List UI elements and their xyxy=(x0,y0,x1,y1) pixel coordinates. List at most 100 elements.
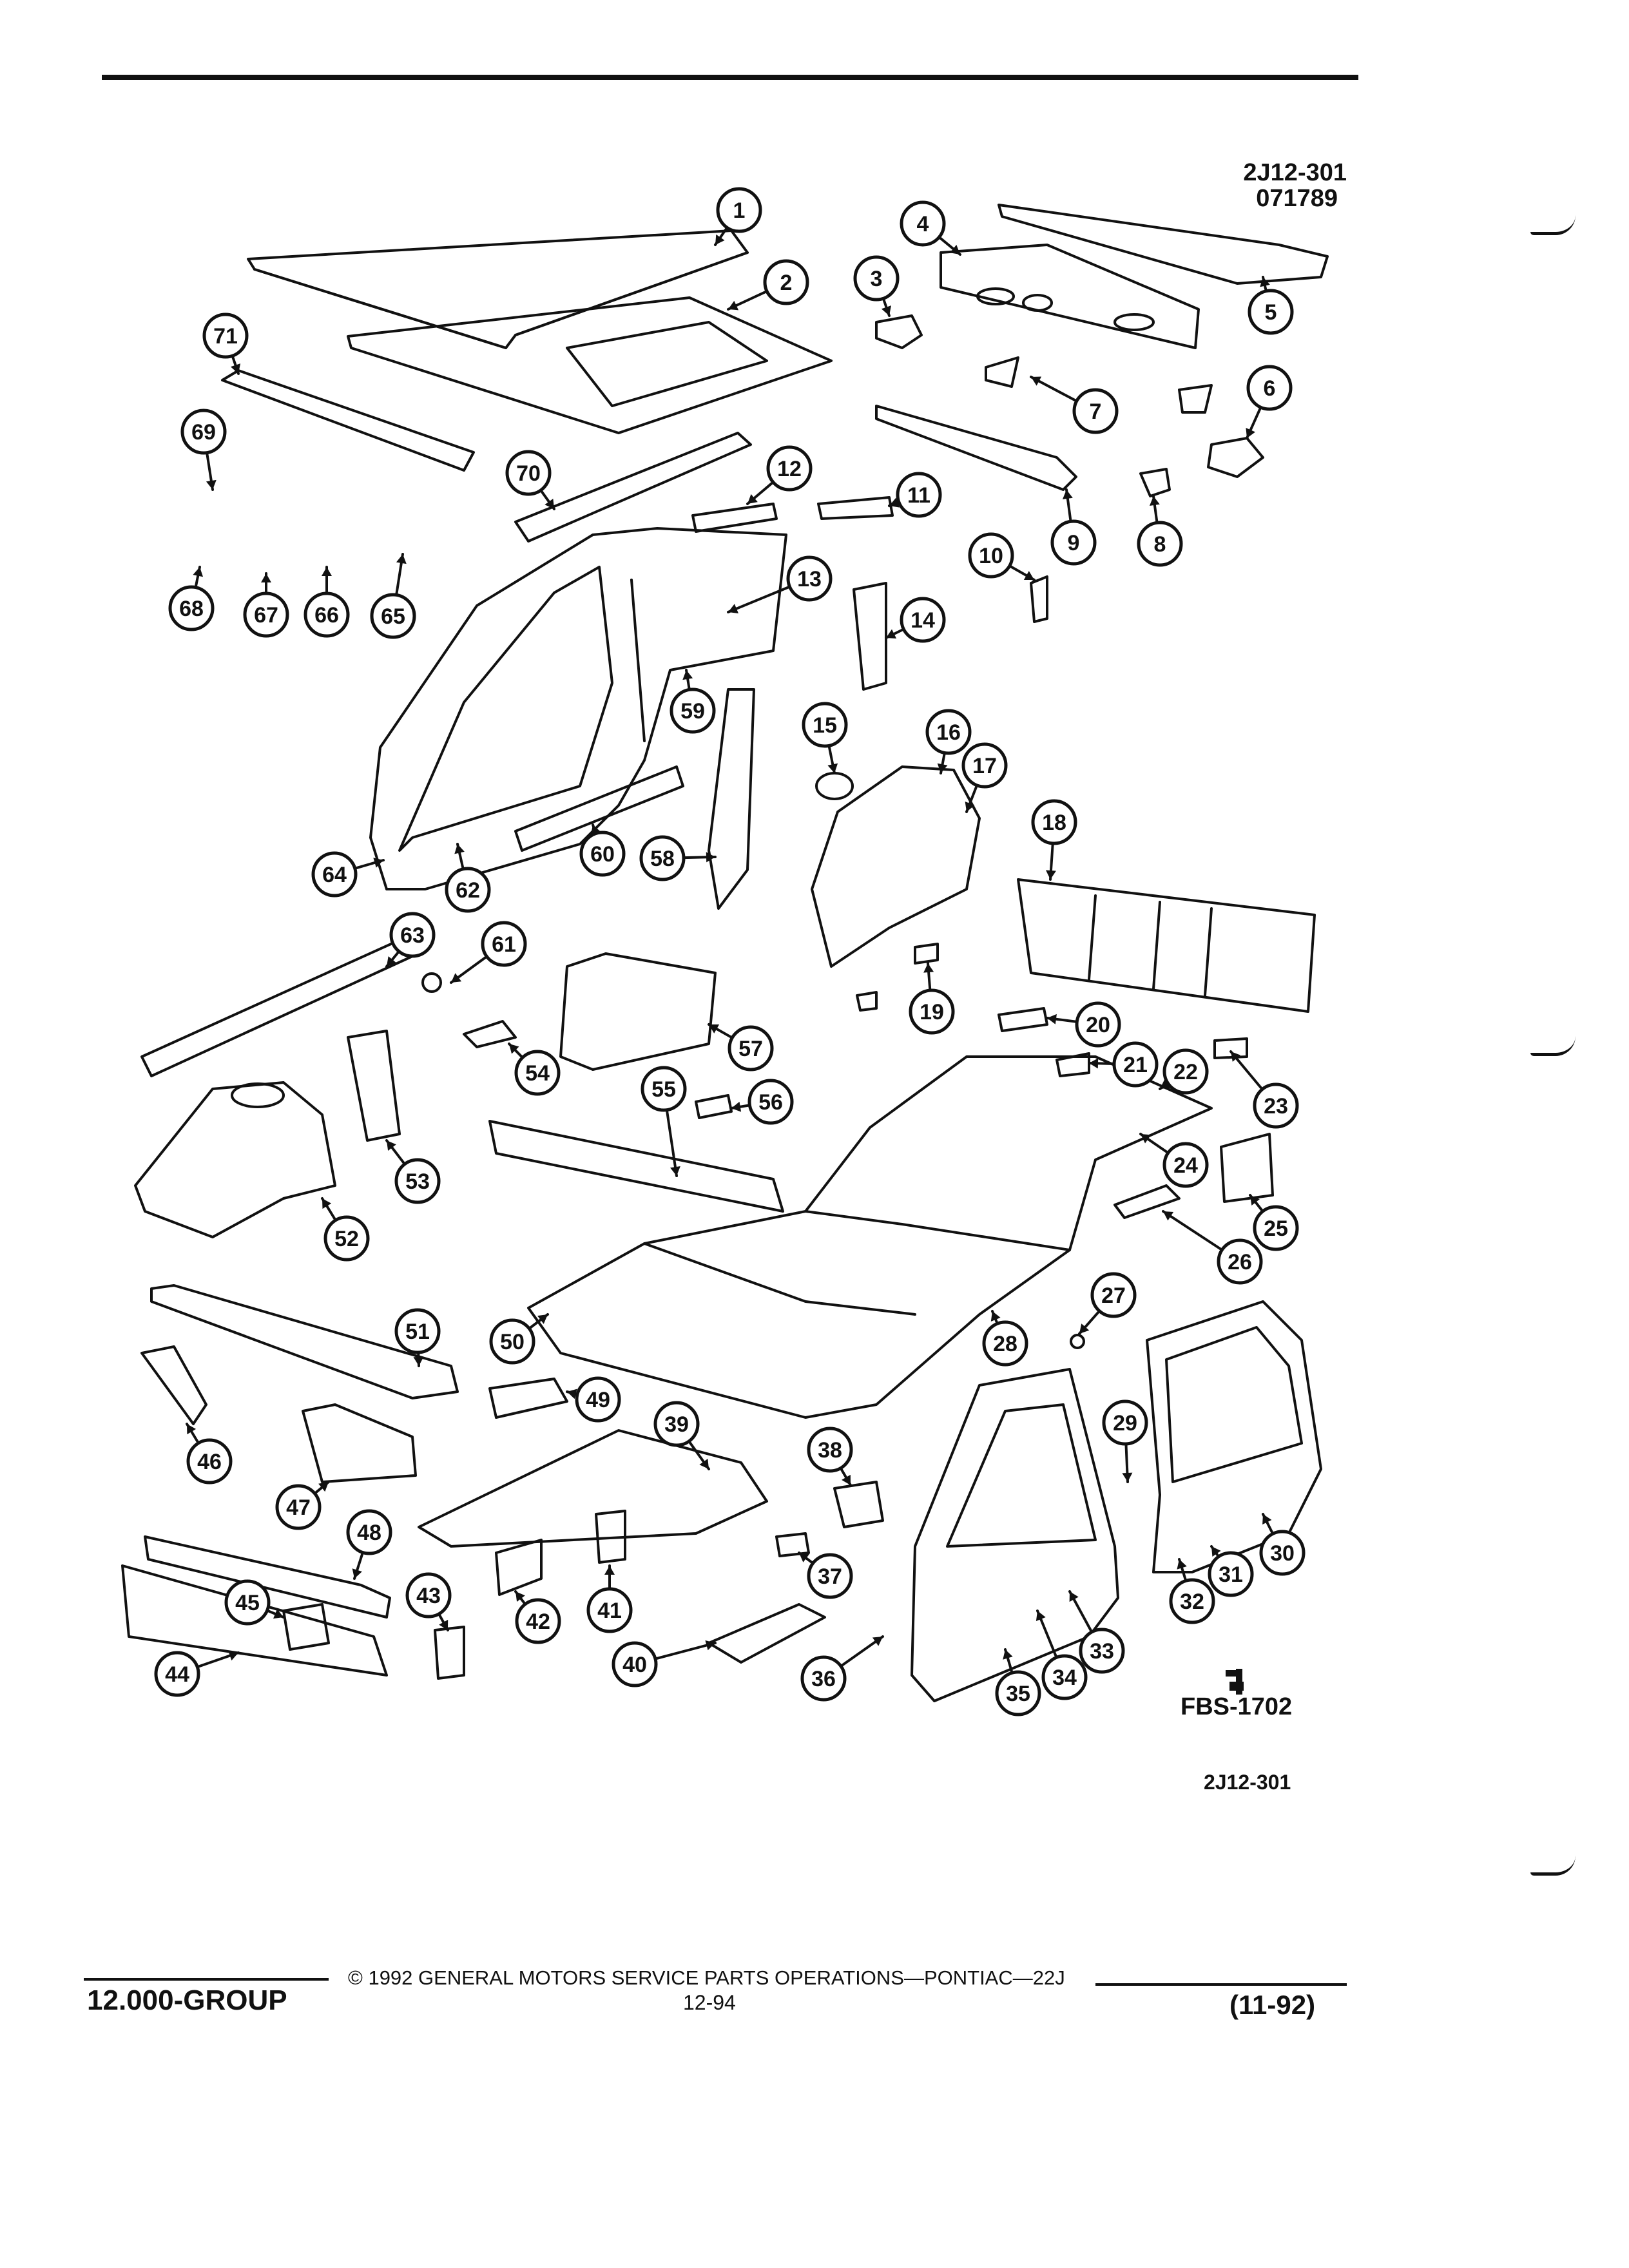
callout-number: 24 xyxy=(1173,1153,1198,1178)
callout-61: 61 xyxy=(450,921,527,984)
callout-number: 46 xyxy=(197,1450,222,1474)
callout-circle xyxy=(575,1376,621,1423)
callout-circle xyxy=(370,593,416,639)
leader-arrowhead xyxy=(604,1566,615,1575)
footer-rule-right xyxy=(1095,1983,1347,1986)
callout-number: 45 xyxy=(235,1591,260,1615)
callout-16: 16 xyxy=(925,709,972,774)
margin-mark xyxy=(1530,1036,1576,1056)
callout-circle xyxy=(802,702,848,748)
margin-mark xyxy=(1530,215,1576,235)
callout-number: 70 xyxy=(516,461,541,486)
callout-number: 40 xyxy=(622,1653,647,1677)
part-cowl-55 xyxy=(488,1120,784,1213)
callout-26: 26 xyxy=(1162,1210,1263,1285)
callout-circle xyxy=(1246,365,1293,411)
callout-13: 13 xyxy=(727,555,833,614)
part-side-frame xyxy=(369,527,787,890)
callout-number: 28 xyxy=(993,1332,1017,1356)
callout-20: 20 xyxy=(1046,1001,1121,1048)
callout-46: 46 xyxy=(186,1423,233,1485)
leader-arrowhead xyxy=(206,479,217,490)
callout-number: 7 xyxy=(1090,399,1102,424)
leader-arrowhead xyxy=(413,1356,424,1366)
part-rail-71 xyxy=(221,369,475,472)
callout-number: 19 xyxy=(920,1000,944,1024)
callout-57: 57 xyxy=(708,1023,774,1072)
leader-arrowhead xyxy=(1260,277,1270,287)
callout-number: 6 xyxy=(1264,376,1276,401)
callout-circle xyxy=(505,450,552,496)
callout-circle xyxy=(786,555,833,602)
callout-circle xyxy=(1253,1205,1299,1251)
leader-arrowhead xyxy=(715,234,725,245)
leader-arrowhead xyxy=(1023,571,1034,581)
leader-arrowhead xyxy=(699,1458,709,1469)
footer-rule-left xyxy=(84,1978,329,1981)
callout-number: 4 xyxy=(917,212,929,236)
callout-circle xyxy=(168,585,215,631)
callout-number: 13 xyxy=(797,567,822,591)
callout-number: 18 xyxy=(1042,811,1066,835)
callout-23: 23 xyxy=(1229,1050,1299,1129)
header-code: 2J12-301 xyxy=(1243,159,1347,186)
leader-arrowhead xyxy=(1089,1058,1099,1069)
footer-page-number: 12-94 xyxy=(683,1991,736,2014)
top-rule xyxy=(102,75,1358,80)
figure-code: 2J12-301 xyxy=(1204,1771,1291,1794)
part-rear-door xyxy=(1146,1300,1322,1573)
part-7b xyxy=(1178,384,1213,414)
leader-arrowhead xyxy=(193,567,204,577)
leader-arrowhead xyxy=(1141,1134,1152,1144)
callout-circle xyxy=(481,921,527,967)
callout-circle xyxy=(275,1484,322,1530)
callout-65: 65 xyxy=(370,553,416,639)
callout-circle xyxy=(323,1215,370,1262)
callout-1: 1 xyxy=(714,187,762,246)
callout-number: 5 xyxy=(1265,300,1277,325)
callout-circle xyxy=(1137,521,1183,567)
callout-71: 71 xyxy=(202,312,249,375)
callout-36: 36 xyxy=(800,1635,884,1702)
callout-10: 10 xyxy=(968,532,1036,581)
callout-circle xyxy=(1162,1048,1209,1095)
part-14 xyxy=(853,582,887,691)
callout-circle xyxy=(1072,388,1119,434)
leader-line xyxy=(1162,1210,1223,1251)
part-61 xyxy=(421,972,442,993)
callout-number: 59 xyxy=(680,699,705,724)
callout-4: 4 xyxy=(900,200,961,256)
callout-circle xyxy=(728,1025,774,1072)
callout-number: 36 xyxy=(811,1667,836,1691)
callout-circle xyxy=(896,472,942,518)
leader-arrowhead xyxy=(731,1101,742,1112)
part-11 xyxy=(817,496,894,520)
callout-number: 71 xyxy=(213,324,238,349)
leader-arrowhead xyxy=(1069,1591,1079,1602)
callout-number: 58 xyxy=(650,847,675,871)
callout-38: 38 xyxy=(807,1427,853,1486)
part-bracket-3 xyxy=(875,314,923,349)
leader-arrowhead xyxy=(670,1166,680,1176)
callout-number: 65 xyxy=(381,604,405,629)
leader-arrowhead xyxy=(439,1619,448,1630)
callout-49: 49 xyxy=(566,1376,621,1423)
part-rail-63 xyxy=(140,933,427,1077)
leader-arrowhead xyxy=(1045,870,1056,879)
callout-number: 15 xyxy=(813,713,837,738)
callout-number: 9 xyxy=(1068,531,1080,555)
leader-arrowhead xyxy=(1177,1559,1187,1570)
callout-52: 52 xyxy=(321,1197,370,1262)
part-42 xyxy=(495,1539,543,1596)
callout-14: 14 xyxy=(885,597,946,643)
callout-25: 25 xyxy=(1249,1194,1299,1251)
part-49 xyxy=(488,1378,568,1419)
callout-circle xyxy=(514,1050,561,1096)
part-rocker-60 xyxy=(514,765,684,852)
callout-number: 57 xyxy=(738,1037,763,1061)
callout-64: 64 xyxy=(311,851,385,898)
leader-arrowhead xyxy=(545,498,554,509)
margin-mark xyxy=(1530,1856,1576,1876)
callout-41: 41 xyxy=(586,1564,633,1633)
